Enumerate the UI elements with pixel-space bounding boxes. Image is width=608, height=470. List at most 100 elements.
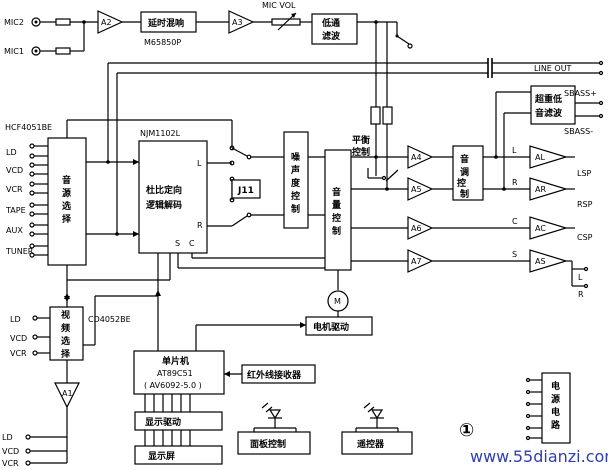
mic1-label: MIC1	[4, 47, 24, 56]
svg-text:TUNER: TUNER	[5, 247, 34, 256]
svg-text:路: 路	[551, 419, 561, 431]
mic-vol-label: MIC VOL	[262, 1, 296, 10]
cd4052be-label: CD4052BE	[88, 315, 131, 324]
echo-label: 延时混响	[147, 17, 184, 29]
balance-resistor-icon	[382, 106, 393, 125]
svg-text:C: C	[189, 239, 195, 248]
svg-text:电: 电	[551, 406, 560, 418]
svg-text:AS: AS	[535, 257, 546, 266]
video-select-text: 视 频 选 择	[61, 309, 71, 360]
svg-text:AL: AL	[535, 153, 545, 162]
svg-text:LD: LD	[10, 315, 21, 324]
svg-text:L: L	[197, 159, 202, 168]
ir-receiver-label: 红外线接收器	[247, 369, 302, 381]
remote-control-label: 遥控器	[357, 438, 385, 450]
amp-a2: A2	[97, 10, 124, 34]
svg-text:C: C	[512, 217, 518, 226]
tone-label-2: 调	[460, 166, 469, 178]
switch-icon	[385, 169, 399, 182]
balance-resistor-icon	[370, 106, 381, 125]
sbass-plus-label: SBASS+	[564, 89, 597, 98]
svg-text:制: 制	[291, 203, 300, 215]
dolby-decoder-box	[138, 140, 208, 254]
svg-text:频: 频	[61, 322, 70, 334]
svg-text:电: 电	[551, 380, 560, 392]
amp-ac: AC	[529, 216, 569, 240]
volume-control-text: 音 量 控 制	[332, 186, 341, 237]
svg-text:控: 控	[291, 190, 300, 202]
audio-inputs: LD VCD VCR TAPE AUX TUNER	[5, 143, 48, 258]
motor-driver-label: 电机驱动	[313, 321, 349, 333]
resistor-icon	[55, 18, 71, 26]
svg-text:A6: A6	[411, 224, 422, 233]
svg-text:VCR: VCR	[10, 349, 27, 358]
mcu-sub-label: ( AV6092-5.0 )	[144, 381, 202, 390]
bypass-switch-icon	[231, 147, 248, 157]
svg-text:R: R	[197, 221, 203, 230]
source-select-box	[47, 137, 87, 266]
sbass-minus-label: SBASS-	[564, 127, 593, 136]
panel-control-label: 面板控制	[250, 438, 286, 450]
svg-text:A3: A3	[232, 18, 243, 27]
svg-text:L: L	[578, 273, 583, 282]
svg-text:R: R	[578, 290, 584, 299]
svg-text:A7: A7	[411, 257, 422, 266]
tone-label-3: 控	[457, 177, 466, 189]
svg-text:LD: LD	[6, 148, 17, 157]
svg-text:A2: A2	[101, 18, 112, 27]
tone-control-box	[452, 145, 484, 201]
panel-led-icon	[261, 402, 282, 428]
j11-label: J11	[237, 186, 254, 196]
power-outputs	[525, 377, 542, 441]
amp-as: AS	[529, 249, 569, 273]
svg-text:视: 视	[61, 309, 70, 321]
svg-text:制: 制	[332, 225, 341, 237]
lowpass-label-2: 滤波	[322, 30, 341, 42]
amp-ar: AR	[529, 177, 569, 201]
svg-text:AUX: AUX	[6, 226, 23, 235]
superbass-label-1: 超重低	[534, 93, 562, 105]
svg-text:AR: AR	[535, 185, 546, 194]
display-screen-box	[134, 445, 223, 465]
svg-text:AC: AC	[535, 224, 546, 233]
svg-text:选: 选	[62, 200, 71, 212]
svg-text:量: 量	[332, 199, 341, 211]
amp-a1: A1	[54, 382, 80, 409]
svg-text:源: 源	[551, 393, 560, 405]
remote-led-icon	[363, 402, 384, 428]
decoder-label-2: 逻辑解码	[145, 199, 182, 211]
line-out-label: LINE OUT	[534, 64, 572, 73]
m65850p-label: M65850P	[144, 38, 181, 47]
volume-control-box	[324, 149, 352, 271]
panel-control-box	[237, 431, 311, 455]
svg-text:声: 声	[290, 164, 300, 176]
power-circuit-text: 电 源 电 路	[551, 380, 561, 431]
svg-text:择: 择	[61, 348, 71, 360]
svg-text:择: 择	[62, 213, 72, 225]
mic2-label: MIC2	[4, 18, 24, 27]
svg-text:源: 源	[62, 187, 71, 199]
svg-text:S: S	[512, 250, 517, 259]
noise-control-box	[283, 131, 309, 229]
motor-driver-box	[305, 316, 373, 336]
balance-label-1: 平衡	[352, 134, 370, 146]
lowpass-filter-box	[311, 13, 358, 45]
svg-text:VCD: VCD	[6, 166, 23, 175]
amp-a6: A6	[407, 216, 434, 240]
remote-control-box	[341, 431, 413, 455]
svg-text:音: 音	[62, 174, 71, 186]
lowpass-label-1: 低通	[321, 17, 340, 29]
hcf4051be-label: HCF4051BE	[5, 123, 52, 132]
mic-inputs: MIC2 MIC1	[4, 17, 98, 56]
svg-text:A5: A5	[411, 185, 422, 194]
svg-text:选: 选	[61, 335, 70, 347]
svg-text:VCR: VCR	[2, 459, 19, 468]
resistor-icon	[55, 47, 71, 55]
amp-a4: A4	[407, 145, 434, 169]
amp-al: AL	[529, 145, 569, 169]
balance-label-2: 控制	[352, 146, 370, 158]
display-driver-label: 显示驱动	[145, 417, 181, 428]
amp-a5: A5	[407, 177, 434, 201]
svg-text:R: R	[512, 178, 518, 187]
